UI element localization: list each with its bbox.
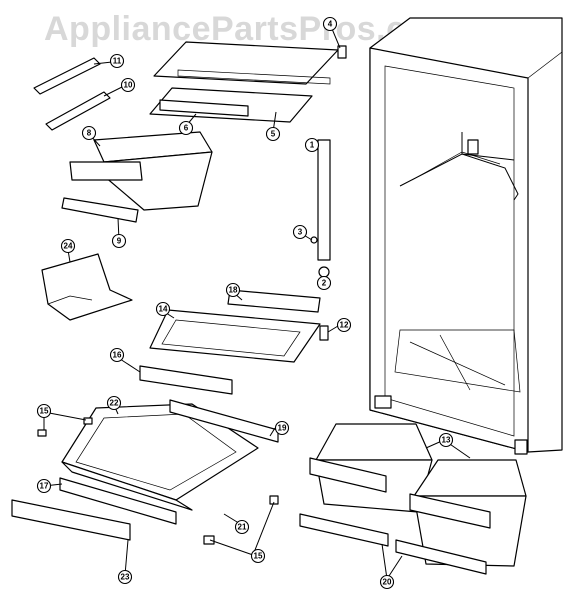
part-callout-label: 24 xyxy=(64,242,73,251)
part-callout-label: 21 xyxy=(238,523,247,532)
part-callout-label: 2 xyxy=(322,279,327,288)
part-callout-p24[interactable]: 24 xyxy=(60,238,76,254)
part-callout-p9[interactable]: 9 xyxy=(111,233,127,249)
part-callout-p15a[interactable]: 15 xyxy=(36,403,52,419)
middle-shelf-assembly xyxy=(139,289,329,395)
part-callout-p1[interactable]: 1 xyxy=(304,137,320,153)
part-callout-label: 15 xyxy=(254,552,263,561)
part-callout-p16[interactable]: 16 xyxy=(109,347,125,363)
part-callout-label: 10 xyxy=(124,81,133,90)
part-callout-label: 6 xyxy=(184,124,189,133)
part-callout-p14[interactable]: 14 xyxy=(155,301,171,317)
part-callout-p12[interactable]: 12 xyxy=(336,317,352,333)
part-callout-label: 13 xyxy=(442,436,451,445)
part-callout-label: 18 xyxy=(229,286,238,295)
part-callout-label: 22 xyxy=(110,399,119,408)
part-callout-p22[interactable]: 22 xyxy=(106,395,122,411)
part-callout-label: 20 xyxy=(383,578,392,587)
part-callout-label: 12 xyxy=(340,321,349,330)
part-callout-label: 19 xyxy=(278,424,287,433)
part-callout-p4[interactable]: 4 xyxy=(322,16,338,32)
part-callout-p2[interactable]: 2 xyxy=(316,275,332,291)
part-callout-label: 4 xyxy=(328,20,333,29)
refrigerator-cabinet xyxy=(369,17,563,455)
part-callout-p18[interactable]: 18 xyxy=(225,282,241,298)
part-callout-p10[interactable]: 10 xyxy=(120,77,136,93)
part-callout-label: 15 xyxy=(40,407,49,416)
part-callout-p15b[interactable]: 15 xyxy=(250,548,266,564)
part-callout-p23[interactable]: 23 xyxy=(117,569,133,585)
meat-keeper-pan xyxy=(61,131,213,223)
crisper-divider xyxy=(11,499,131,541)
keeper-support-bracket xyxy=(41,253,133,321)
part-callout-p8[interactable]: 8 xyxy=(81,125,97,141)
part-callout-label: 17 xyxy=(40,482,49,491)
part-callout-p17[interactable]: 17 xyxy=(36,478,52,494)
shelf-brackets xyxy=(33,57,111,131)
crisper-cover-assembly xyxy=(37,399,279,545)
part-callout-p20[interactable]: 20 xyxy=(379,574,395,590)
part-callout-p6[interactable]: 6 xyxy=(178,120,194,136)
part-callout-label: 5 xyxy=(271,130,276,139)
part-callout-label: 1 xyxy=(310,141,315,150)
part-callout-label: 9 xyxy=(117,237,122,246)
part-callout-p19[interactable]: 19 xyxy=(274,420,290,436)
part-callout-p3[interactable]: 3 xyxy=(292,224,308,240)
part-callout-p13[interactable]: 13 xyxy=(438,432,454,448)
part-callout-p5[interactable]: 5 xyxy=(265,126,281,142)
top-shelf-assembly xyxy=(149,41,347,123)
part-callout-p11[interactable]: 11 xyxy=(109,53,125,69)
crisper-drawers xyxy=(299,423,527,575)
part-callout-label: 14 xyxy=(159,305,168,314)
part-callout-label: 8 xyxy=(87,129,92,138)
part-callout-label: 11 xyxy=(113,57,122,66)
shelf-rail xyxy=(310,139,331,278)
part-callout-label: 3 xyxy=(298,228,303,237)
part-callout-label: 16 xyxy=(113,351,122,360)
part-callout-p21[interactable]: 21 xyxy=(234,519,250,535)
part-callout-label: 23 xyxy=(121,573,130,582)
